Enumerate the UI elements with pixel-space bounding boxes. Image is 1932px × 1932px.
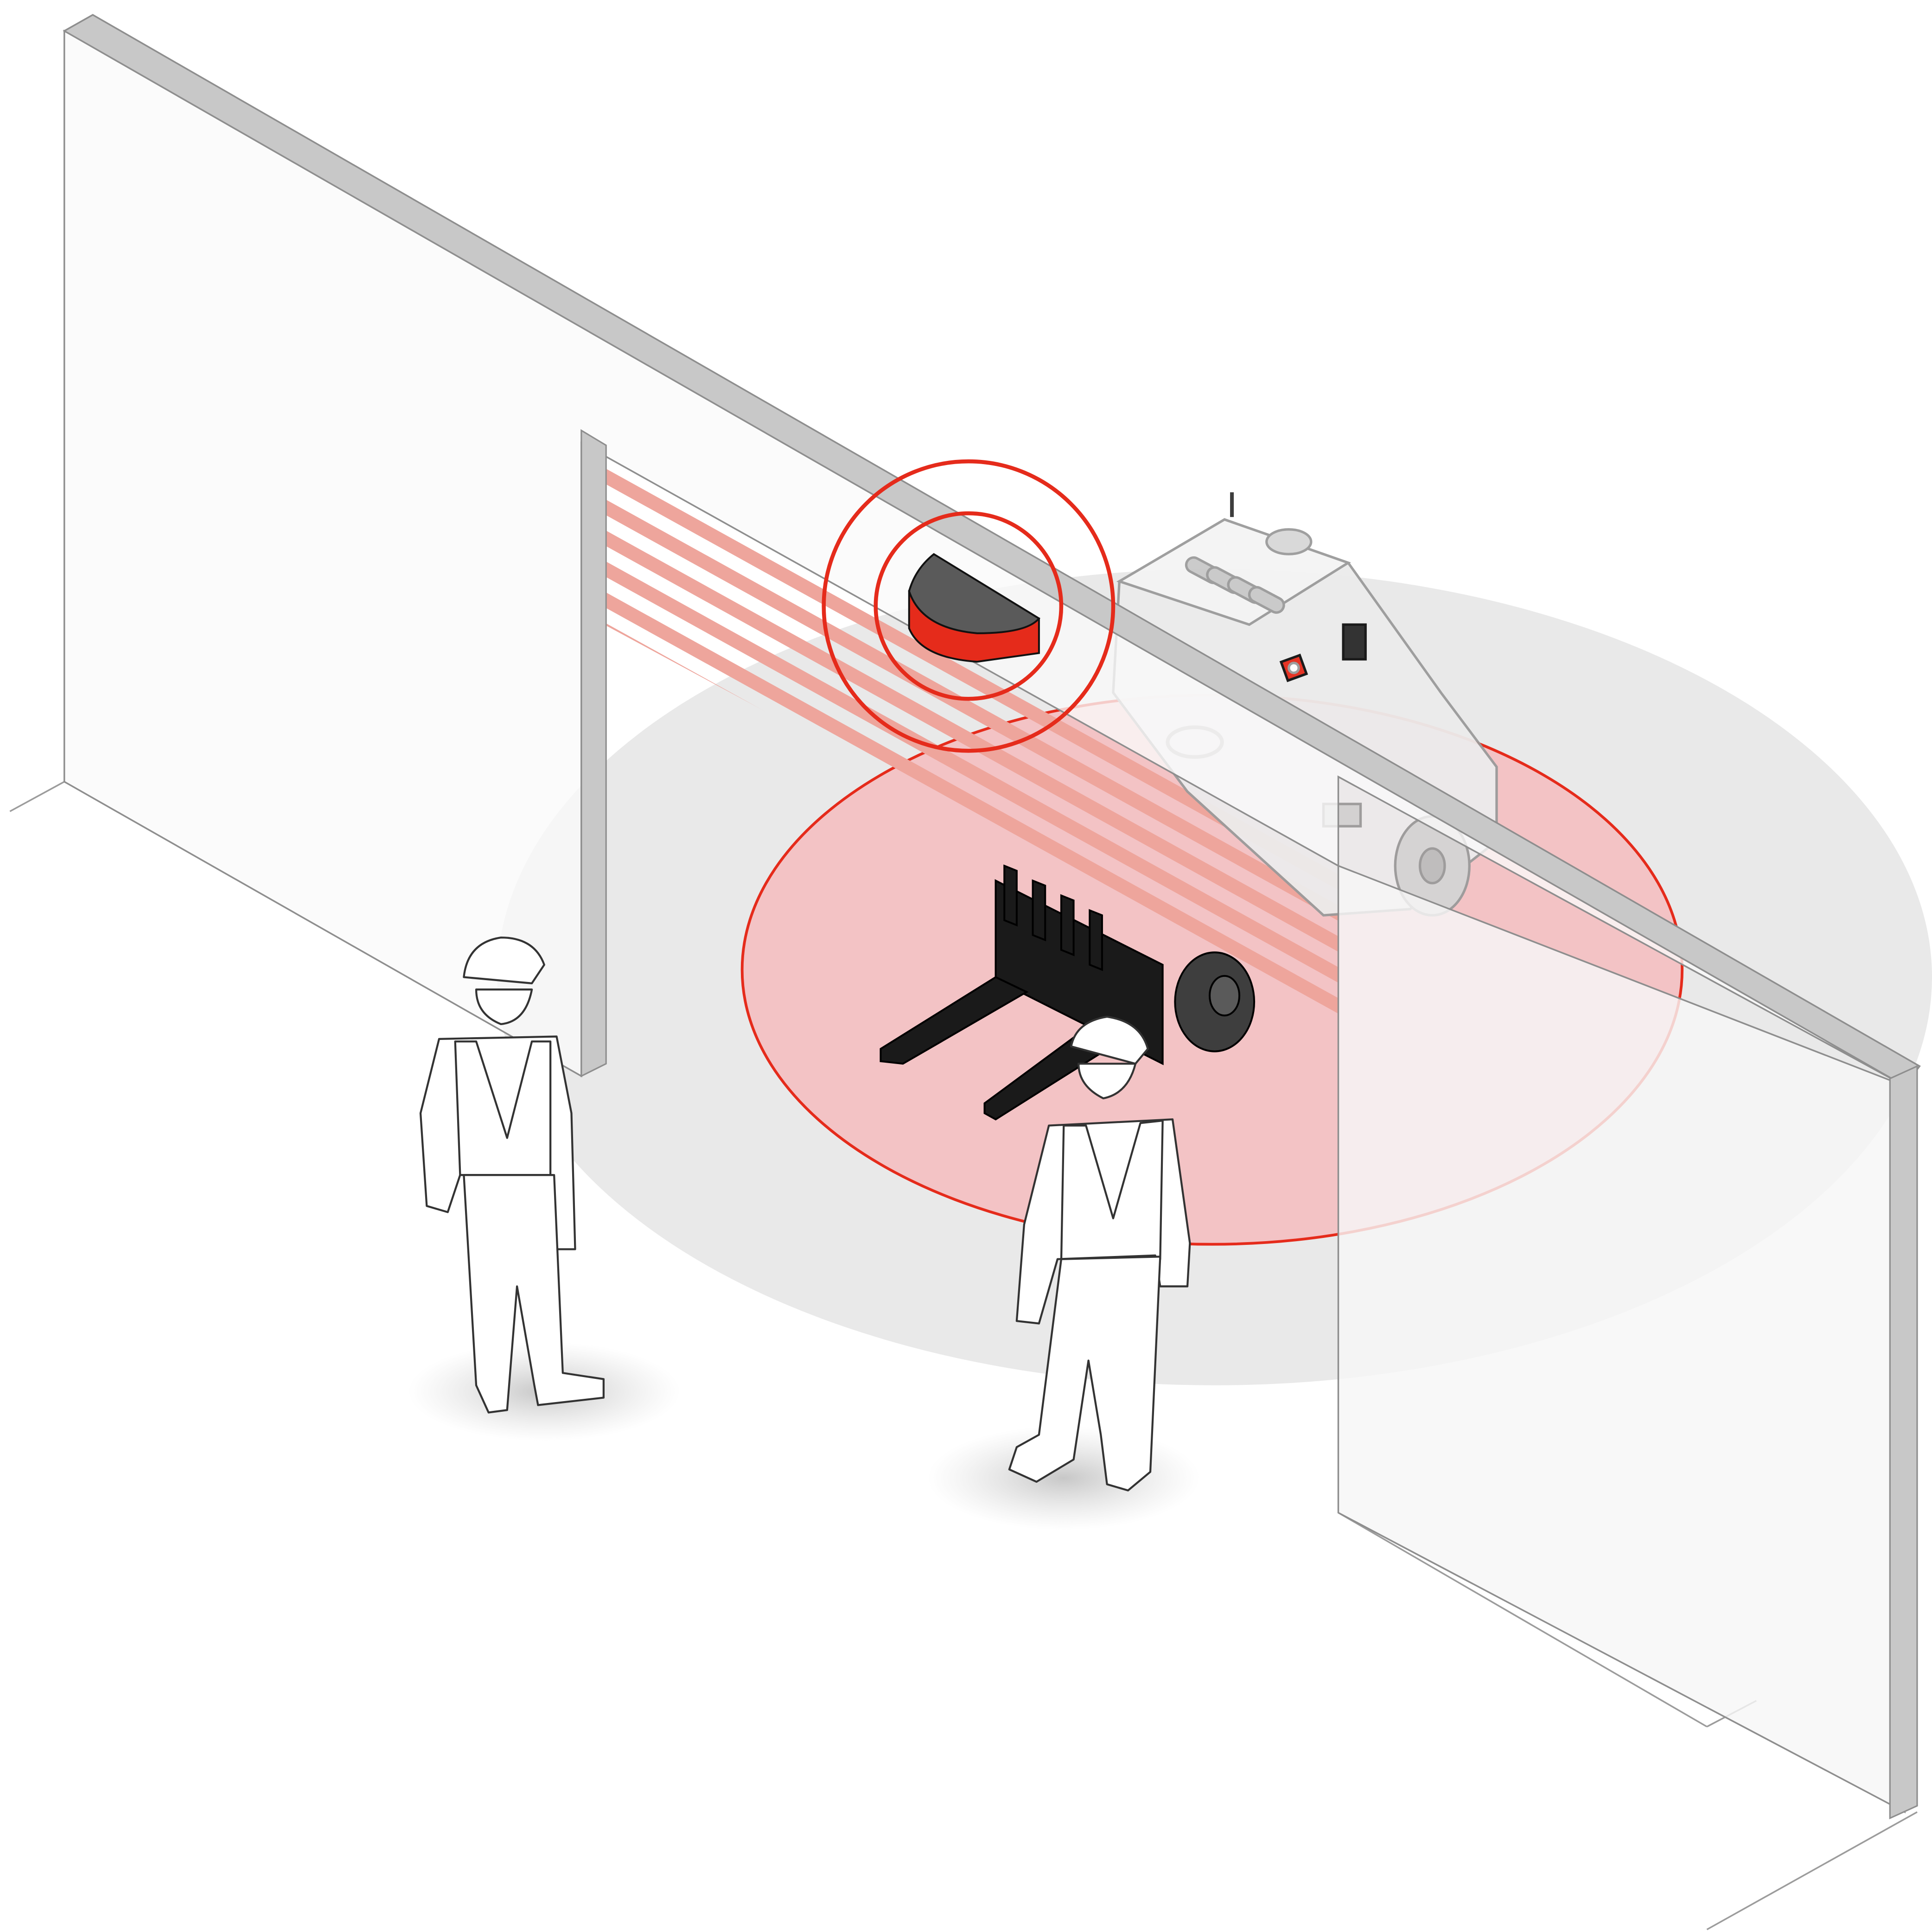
target-ring-icon — [822, 459, 1116, 753]
fork-left — [880, 976, 1029, 1065]
right-wall-edge — [1889, 1065, 1918, 1820]
worker-in-safety-vest-icon — [1008, 1015, 1191, 1492]
sensor-top — [908, 553, 1040, 634]
roof-slot — [1248, 586, 1285, 614]
beacon-light-icon — [1265, 528, 1313, 555]
forklift-camera-icon — [1342, 623, 1367, 661]
worker-legs — [463, 1174, 605, 1414]
wall-top-edge — [63, 14, 1921, 1087]
right-wall — [1337, 864, 1918, 1820]
worker-legs — [1008, 1256, 1161, 1492]
worker-head — [475, 988, 533, 1026]
worker-in-safety-vest-icon — [419, 937, 605, 1414]
worker-hardhat — [463, 937, 545, 984]
forklift-forks — [880, 864, 1256, 1121]
worker-hardhat — [1070, 1015, 1149, 1065]
worker-head — [1078, 1063, 1137, 1100]
target-ring-inner — [874, 511, 1064, 701]
door-jamb-left — [580, 429, 607, 1078]
ceiling-radar-sensor-icon — [908, 553, 1040, 663]
target-ring-outer — [822, 459, 1116, 753]
worker-torso — [1015, 1118, 1191, 1325]
